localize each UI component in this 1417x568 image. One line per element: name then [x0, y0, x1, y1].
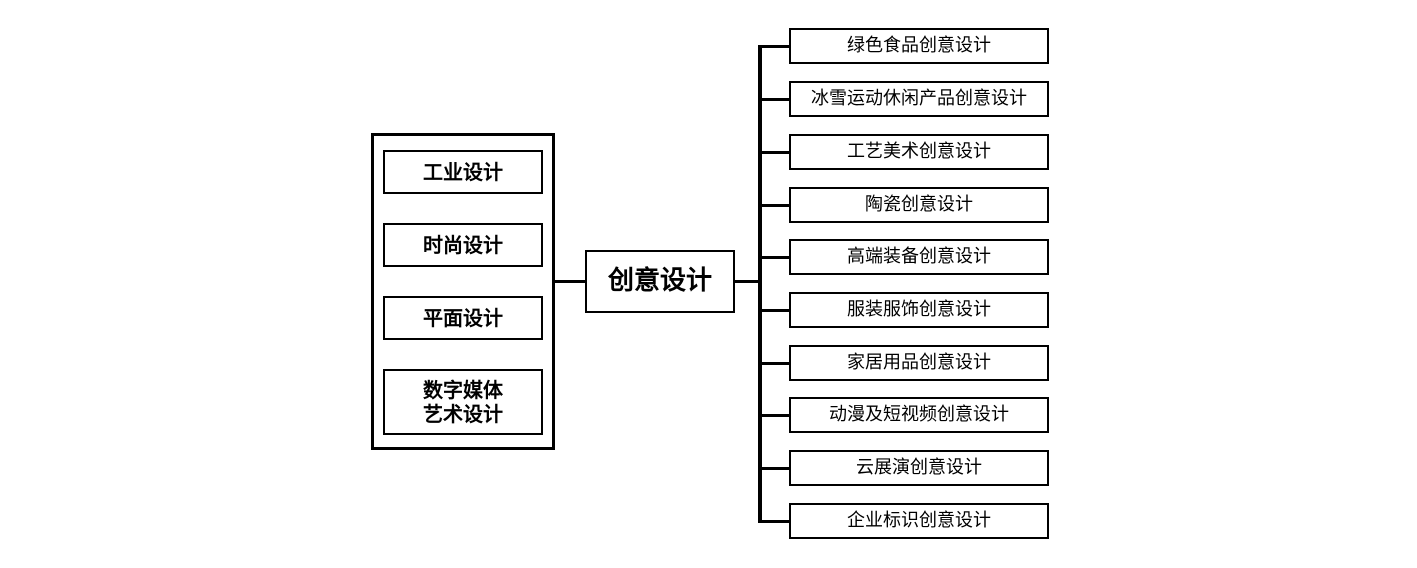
right-item-animation-short-video: 动漫及短视频创意设计 — [789, 397, 1049, 433]
right-item-label: 企业标识创意设计 — [847, 510, 991, 532]
branch-line — [760, 151, 789, 154]
left-item-digital-media-art-design: 数字媒体 艺术设计 — [383, 369, 543, 435]
right-item-label: 冰雪运动休闲产品创意设计 — [811, 88, 1027, 110]
left-item-fashion-design: 时尚设计 — [383, 223, 543, 267]
branch-line — [760, 467, 789, 470]
left-item-label: 数字媒体 艺术设计 — [423, 378, 503, 426]
right-item-green-food: 绿色食品创意设计 — [789, 28, 1049, 64]
connector-left-to-center — [555, 280, 585, 283]
connector-center-to-trunk — [735, 280, 761, 283]
branch-line — [760, 362, 789, 365]
right-item-home-goods: 家居用品创意设计 — [789, 345, 1049, 381]
right-item-label: 服装服饰创意设计 — [847, 299, 991, 321]
right-item-label: 陶瓷创意设计 — [865, 194, 973, 216]
branch-line — [760, 256, 789, 259]
right-item-arts-crafts: 工艺美术创意设计 — [789, 134, 1049, 170]
right-item-cloud-exhibition: 云展演创意设计 — [789, 450, 1049, 486]
center-label: 创意设计 — [607, 265, 712, 296]
right-item-label: 动漫及短视频创意设计 — [829, 404, 1009, 426]
left-item-label: 平面设计 — [423, 306, 503, 330]
right-item-label: 云展演创意设计 — [856, 457, 982, 479]
right-item-apparel: 服装服饰创意设计 — [789, 292, 1049, 328]
branch-line — [760, 309, 789, 312]
branch-line — [760, 414, 789, 417]
right-item-label: 家居用品创意设计 — [847, 352, 991, 374]
left-item-industrial-design: 工业设计 — [383, 150, 543, 194]
branch-line — [760, 45, 789, 48]
right-item-ceramics: 陶瓷创意设计 — [789, 187, 1049, 223]
left-item-graphic-design: 平面设计 — [383, 296, 543, 340]
left-item-label: 工业设计 — [423, 160, 503, 184]
right-item-ice-snow-sports: 冰雪运动休闲产品创意设计 — [789, 81, 1049, 117]
branch-line — [760, 98, 789, 101]
right-item-label: 工艺美术创意设计 — [847, 141, 991, 163]
branch-line — [760, 204, 789, 207]
left-item-label: 时尚设计 — [423, 233, 503, 257]
right-item-high-end-equipment: 高端装备创意设计 — [789, 239, 1049, 275]
center-node: 创意设计 — [585, 250, 735, 313]
right-item-label: 高端装备创意设计 — [847, 246, 991, 268]
vertical-trunk — [758, 45, 762, 523]
branch-line — [760, 520, 789, 523]
right-item-corporate-identity: 企业标识创意设计 — [789, 503, 1049, 539]
right-item-label: 绿色食品创意设计 — [847, 35, 991, 57]
